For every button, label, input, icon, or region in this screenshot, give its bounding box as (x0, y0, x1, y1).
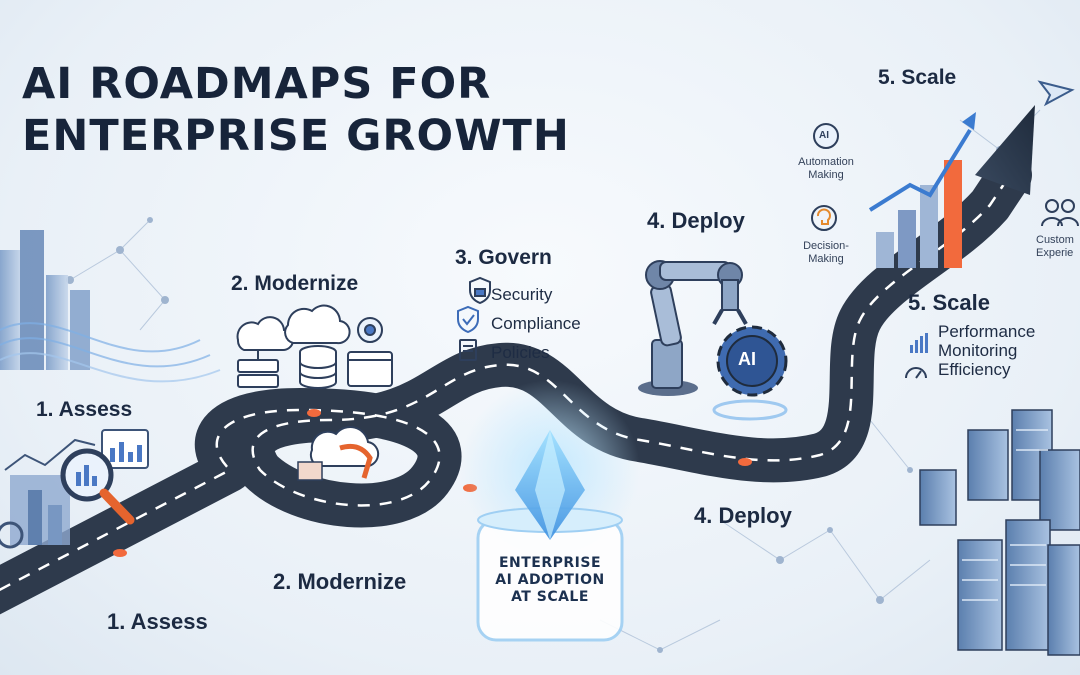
badge-line-2: AI ADOPTION (495, 572, 605, 588)
compliance-label: Compliance (491, 313, 581, 333)
step-deploy-top: 4. Deploy (647, 208, 745, 233)
automation-ai-chip-label: AI (819, 130, 829, 141)
decision-label: Decision- Making (784, 240, 868, 266)
scale-metrics: Performance Monitoring Efficiency (912, 322, 1035, 379)
metric-monitoring: Monitoring (938, 341, 1018, 360)
step-scale-mid: 5. Scale (908, 290, 990, 315)
enterprise-ai-crystal-icon (460, 380, 640, 642)
modernize-icons (236, 304, 393, 389)
badge-line-3: AT SCALE (511, 589, 589, 605)
metric-performance: Performance (938, 322, 1036, 341)
assess-analytics-icon (0, 429, 149, 549)
badge-line-1: ENTERPRISE (498, 555, 602, 571)
customer-experience-label: Custom Experie (1036, 234, 1074, 260)
title-line-2: ENTERPRISE GROWTH (22, 111, 570, 161)
data-stream-waves (0, 322, 221, 383)
step-govern: 3. Govern (455, 246, 552, 269)
server-racks-icon (919, 409, 1080, 656)
automation-label: Automation Making (784, 156, 868, 182)
step-deploy-bottom: 4. Deploy (694, 503, 792, 528)
decision-line-2: Making (808, 253, 844, 265)
roadmap-road (0, 153, 1032, 615)
page-title: AI ROADMAPS FOR ENTERPRISE GROWTH (22, 58, 570, 162)
automation-line-1: Automation (798, 156, 854, 168)
customer-line-1: Custom (1036, 234, 1074, 246)
title-line-1: AI ROADMAPS FOR (22, 59, 492, 109)
metric-efficiency: Efficiency (938, 360, 1011, 379)
automation-line-2: Making (808, 169, 844, 181)
step-assess-top: 1. Assess (36, 398, 133, 421)
govern-icons (457, 276, 491, 361)
step-assess-bottom: 1. Assess (107, 609, 208, 634)
step-modernize-bottom: 2. Modernize (273, 569, 407, 594)
metric-icons (905, 333, 928, 379)
govern-list: Security Compliance Policies (491, 280, 581, 367)
govern-item-security: Security (491, 280, 581, 309)
security-label: Security (491, 284, 553, 304)
growth-chart-icon (868, 80, 1075, 268)
govern-item-compliance: Compliance (491, 309, 581, 338)
step-scale-top: 5. Scale (878, 66, 957, 89)
govern-item-policies: Policies (491, 338, 581, 367)
ai-gear-icon (712, 325, 788, 421)
robot-arm-icon (638, 260, 748, 396)
robot-ai-chip-label: AI (738, 349, 756, 369)
enterprise-ai-badge: ENTERPRISE AI ADOPTION AT SCALE (470, 555, 630, 606)
decision-line-1: Decision- (803, 240, 849, 252)
road-arrow-head-icon (975, 105, 1035, 195)
customer-line-2: Experie (1036, 247, 1074, 259)
cloud-migration-icon (297, 426, 380, 481)
step-modernize-top: 2. Modernize (231, 272, 359, 295)
scale-small-icons (811, 123, 1079, 231)
policies-label: Policies (491, 342, 550, 362)
